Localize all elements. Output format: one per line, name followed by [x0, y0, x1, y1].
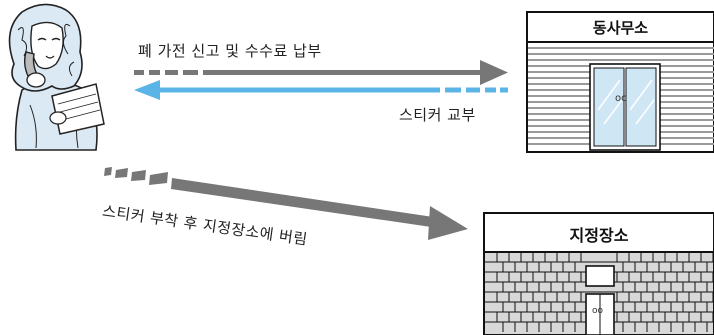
designated-place-sign: 지정장소 — [569, 226, 629, 245]
designated-place-door-handles: oo — [592, 306, 604, 316]
community-center-door-handles: oo — [615, 93, 628, 104]
designated-place-building — [483, 212, 714, 335]
community-center-sign: 동사무소 — [592, 19, 649, 37]
community-center-building — [526, 11, 714, 153]
sticker-arrow-label: 스티커 교부 — [399, 106, 476, 124]
dispose-arrow — [104, 167, 468, 240]
woman-on-phone-illustration — [8, 3, 105, 151]
report-arrow — [134, 60, 508, 85]
sticker-arrow — [134, 80, 508, 100]
report-arrow-label: 폐 가전 신고 및 수수료 납부 — [138, 42, 322, 60]
